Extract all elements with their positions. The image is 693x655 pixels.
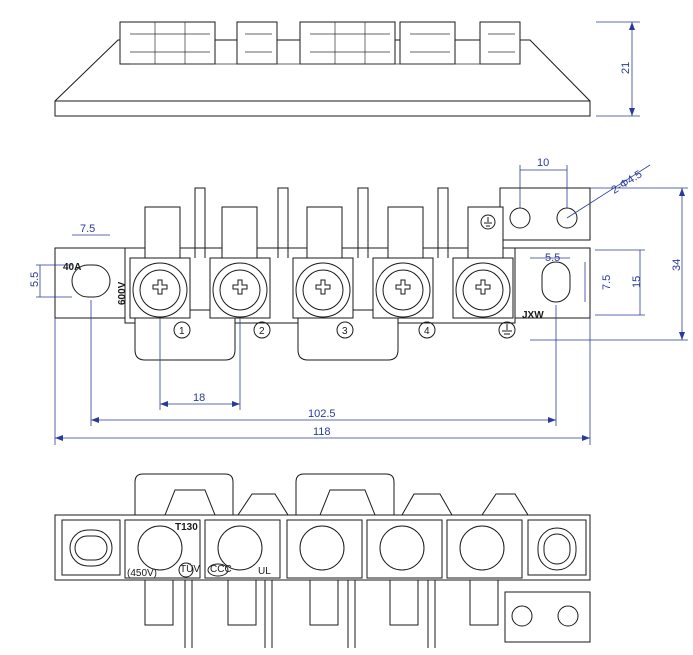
dim-pitch: 18 bbox=[193, 392, 205, 404]
side-elevation-view: 21 bbox=[54, 21, 640, 117]
left-mount-slot bbox=[71, 264, 111, 298]
dim-slot-width: 7.5 bbox=[80, 223, 95, 235]
dim-slot-height: 5.5 bbox=[29, 272, 41, 287]
voltage-bottom: (450V) bbox=[127, 568, 157, 579]
dim-hole-diameter: 2-Φ4.5 bbox=[609, 168, 644, 196]
cert-tuv: TÜV bbox=[180, 563, 200, 575]
dim-right-slot-width: 5.5 bbox=[545, 252, 560, 264]
dim-overall-height: 34 bbox=[671, 259, 683, 271]
cert-ccc: CCC bbox=[210, 564, 232, 575]
brand-label: JXW bbox=[522, 310, 544, 321]
position-2-label: 2 bbox=[259, 326, 265, 337]
dim-hole-spacing: 10 bbox=[537, 157, 549, 169]
position-1-label: 1 bbox=[179, 326, 185, 337]
dim-mount-span: 102.5 bbox=[308, 408, 336, 420]
rating-voltage: 600V bbox=[117, 281, 128, 305]
right-mount-slot bbox=[541, 261, 571, 303]
earth-symbol-icon bbox=[502, 324, 512, 335]
cert-ul: UL bbox=[258, 566, 271, 577]
dim-inner-height: 15 bbox=[631, 276, 643, 288]
rating-current: 40A bbox=[63, 262, 81, 273]
plan-view: 1 2 3 4 40A 600V JXW 10 2-Φ4.5 7.5 bbox=[29, 157, 688, 445]
position-3-label: 3 bbox=[342, 326, 348, 337]
position-4-label: 4 bbox=[424, 326, 430, 337]
bottom-view: T130 (450V) TÜV CCC UL bbox=[54, 473, 591, 648]
temp-rating: T130 bbox=[175, 522, 198, 533]
dim-right-slot-height: 7.5 bbox=[601, 275, 613, 290]
dim-overall-length: 118 bbox=[313, 426, 331, 438]
dim-height-side: 21 bbox=[620, 62, 632, 74]
earth-symbol-top-icon bbox=[480, 214, 496, 230]
